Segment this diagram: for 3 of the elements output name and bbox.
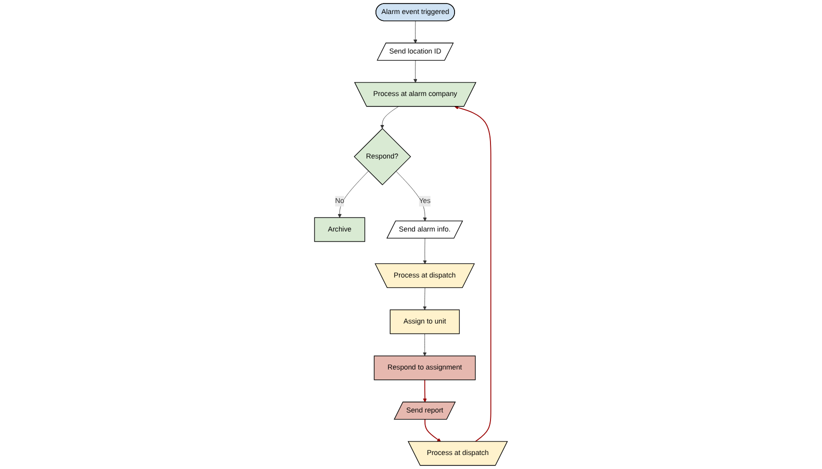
arrow bbox=[423, 379, 427, 402]
arrow bbox=[454, 106, 492, 442]
arrow bbox=[424, 419, 442, 442]
